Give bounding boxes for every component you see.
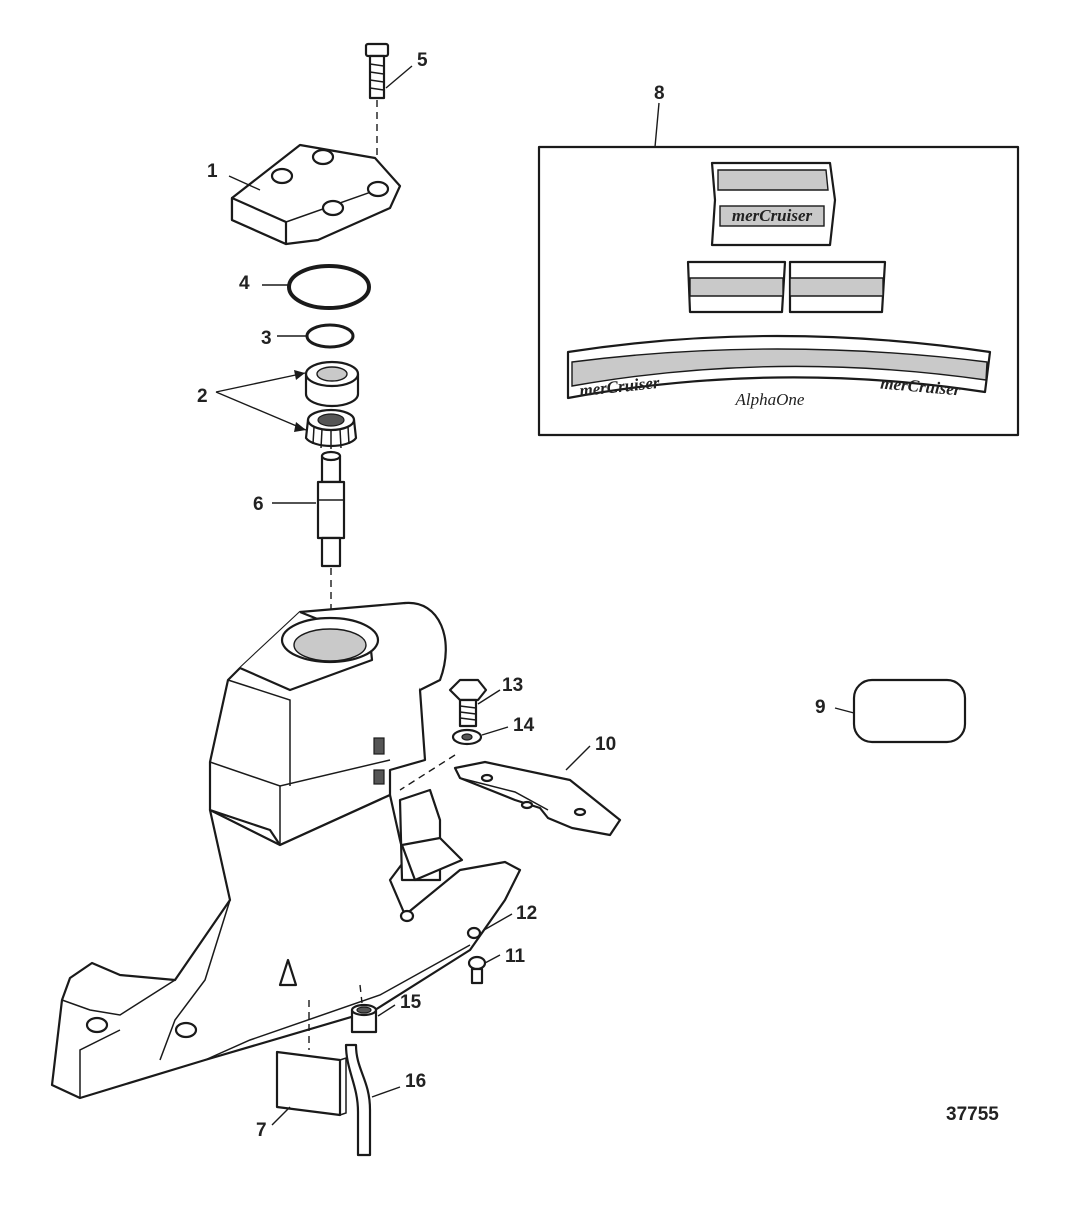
callout-7: 7: [256, 1120, 267, 1141]
part-16-water-tube: [344, 1043, 372, 1157]
callout-1: 1: [207, 161, 218, 182]
part-4-o-ring: [287, 264, 371, 310]
part-1-cover: [230, 143, 402, 246]
part-9-bag: [852, 678, 967, 744]
gear-housing: [50, 601, 522, 1100]
part-2-bearing-cone: [304, 408, 358, 449]
callout-2: 2: [197, 386, 208, 407]
callout-6: 6: [253, 494, 264, 515]
part-2-bearing-cup: [304, 360, 360, 408]
callout-3: 3: [261, 328, 272, 349]
decal-model: AlphaOne: [735, 390, 805, 409]
part-13-bolt: [448, 678, 488, 728]
figure-number: 37755: [946, 1104, 999, 1125]
part-3-ring: [305, 323, 355, 349]
part-14-washer: [451, 728, 483, 746]
part-8-decal-set: merCruiser merCruiser AlphaOne merCruise…: [537, 145, 1020, 437]
callout-4: 4: [239, 273, 250, 294]
callout-13: 13: [502, 675, 523, 696]
part-5-screw: [364, 42, 390, 180]
part-12-lockwasher: [466, 926, 482, 940]
callout-9: 9: [815, 697, 826, 718]
callout-8: 8: [654, 83, 665, 104]
callout-15: 15: [400, 992, 422, 1013]
callout-5: 5: [417, 50, 428, 71]
callout-10: 10: [595, 734, 616, 755]
part-6-shaft: [316, 450, 346, 650]
callout-14: 14: [513, 715, 535, 736]
part-10-anode-plate: [453, 760, 622, 837]
part-7-plate: [275, 1000, 347, 1117]
callout-11: 11: [505, 946, 526, 967]
leader-lines: [215, 65, 855, 1126]
callout-16: 16: [405, 1071, 426, 1092]
callout-12: 12: [516, 903, 537, 924]
part-11-screw: [467, 955, 487, 985]
decal-brand-small: merCruiser: [732, 206, 813, 225]
part-15-sleeve: [350, 1003, 378, 1034]
